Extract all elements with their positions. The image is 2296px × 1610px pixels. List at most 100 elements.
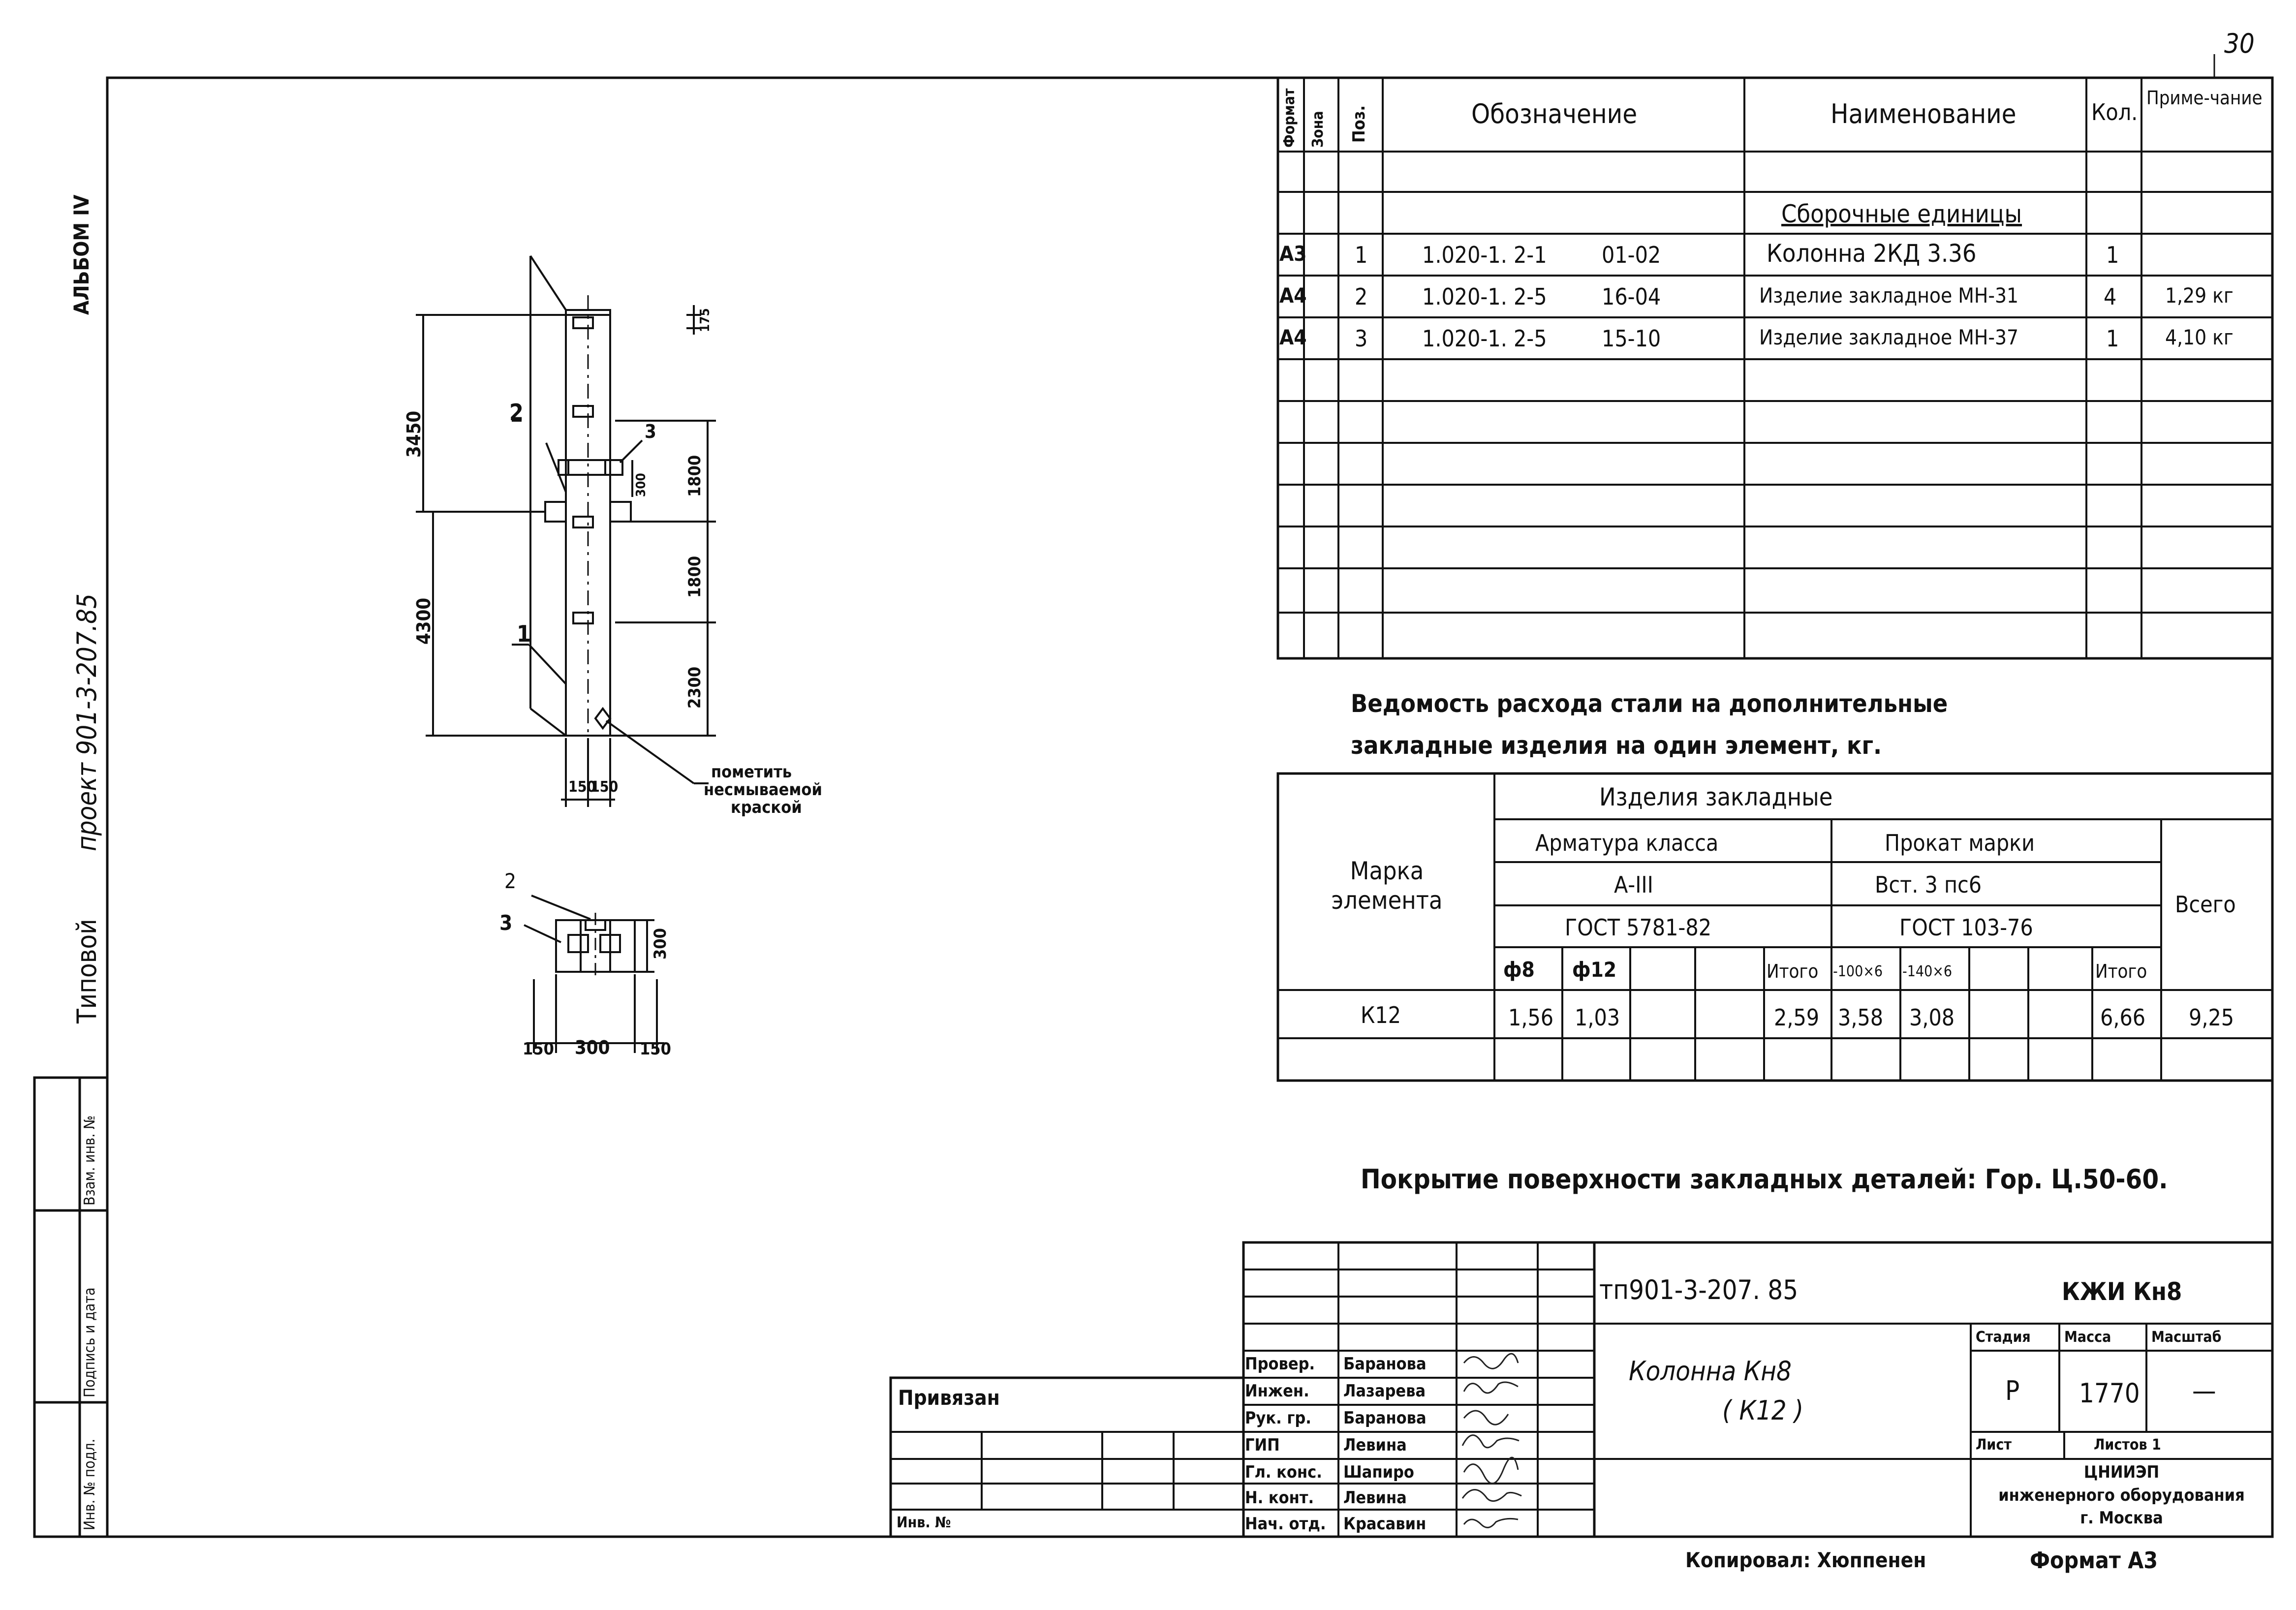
spec-row2-qty: 4 [2104, 283, 2117, 310]
section-callout-3: 3 [499, 911, 513, 935]
spec-row3-format: А4 [1279, 325, 1307, 349]
mark-note-line3: краской [731, 798, 802, 817]
spec-row3-name: Изделие закладное МН-37 [1759, 325, 2019, 349]
signer-3-role: Рук. гр. [1245, 1408, 1311, 1428]
section-dim-150-right: 150 [640, 1039, 671, 1059]
title-stage-label: Стадия [1976, 1329, 2031, 1346]
steel-armature-gost: ГОСТ 5781-82 [1565, 914, 1712, 941]
signer-7-name: Красавин [1343, 1514, 1427, 1534]
dim-2300: 2300 [685, 666, 705, 709]
title-mass-value: 1770 [2079, 1378, 2140, 1409]
signer-4-name: Левина [1343, 1435, 1407, 1455]
spec-row1-pos: 1 [1355, 242, 1368, 268]
title-scale-label: Масштаб [2151, 1329, 2222, 1346]
steel-col-mark-line2: элемента [1331, 886, 1443, 915]
title-code: тп901-3-207. 85 [1599, 1274, 1799, 1305]
title-sheet-code: КЖИ Кн8 [2062, 1277, 2182, 1306]
section-dim-150-left: 150 [523, 1039, 554, 1059]
signer-2-role: Инжен. [1245, 1381, 1309, 1401]
spec-header-note: Приме-чание [2146, 87, 2263, 109]
spec-row3-qty: 1 [2106, 325, 2119, 352]
steel-sub-phi12: ф12 [1572, 958, 1617, 982]
spec-header-qty: Кол. [2091, 99, 2138, 125]
spec-header-pos: Поз. [1349, 105, 1369, 143]
spec-row1-name: Колонна 2КД 3.36 [1767, 239, 1977, 268]
steel-row-total: 9,25 [2189, 1004, 2234, 1031]
coating-note: Покрытие поверхности закладных деталей: … [1361, 1164, 2168, 1195]
signer-2-name: Лазарева [1343, 1381, 1426, 1401]
mark-note-line1: пометить [711, 762, 792, 782]
project-label: проект 901-3-207.85 [71, 593, 102, 851]
spec-row2-note: 1,29 кг [2165, 283, 2234, 308]
steel-row-mark: К12 [1361, 1002, 1401, 1028]
spec-header-zone: Зона [1309, 111, 1327, 148]
steel-sub-itogo1: Итого [1767, 960, 1819, 982]
steel-row-itogo1: 2,59 [1774, 1004, 1820, 1031]
steel-sub-itogo2: Итого [2095, 960, 2147, 982]
title-mass-label: Масса [2064, 1329, 2111, 1346]
signer-5-role: Гл. конс. [1245, 1462, 1322, 1482]
steel-sub-phi8: ф8 [1503, 958, 1535, 982]
spec-header-designation: Обозначение [1471, 98, 1638, 129]
callout-pos-2: 2 [509, 399, 524, 426]
steel-row-itogo2: 6,66 [2100, 1004, 2146, 1031]
dim-3450: 3450 [403, 410, 425, 458]
mark-note-line2: несмываемой [704, 780, 822, 800]
spec-row3-pos: 3 [1355, 325, 1368, 352]
title-sheet-label: Лист [1976, 1436, 2012, 1454]
steel-sub-100x6: -100×6 [1833, 963, 1883, 980]
signer-4-role: ГИП [1245, 1435, 1280, 1455]
dim-1800-upper: 1800 [685, 455, 705, 497]
title-stage-value: Р [2005, 1375, 2020, 1406]
signer-3-name: Баранова [1343, 1408, 1427, 1428]
spec-row3-note: 4,10 кг [2165, 325, 2234, 349]
dim-150-right: 150 [590, 778, 619, 796]
steel-row-phi8: 1,56 [1508, 1004, 1554, 1031]
steel-rolled: Прокат марки [1885, 830, 2035, 856]
signer-1-name: Баранова [1343, 1354, 1427, 1374]
title-attached: Привязан [898, 1386, 1000, 1410]
stamp-inv-label: Инв. № подл. [81, 1438, 98, 1530]
spec-row1-designation: 1.020-1. 2-1 [1422, 242, 1547, 268]
steel-col-mark-line1: Марка [1350, 857, 1424, 885]
title-name-line2: ( К12 ) [1722, 1395, 1804, 1426]
dim-300-vertical: 300 [634, 473, 649, 497]
title-inv: Инв. № [897, 1514, 951, 1531]
title-name-line1: Колонна Кн8 [1629, 1356, 1792, 1387]
title-scale-value: — [2192, 1375, 2216, 1406]
spec-row2-name: Изделие закладное МН-31 [1759, 283, 2019, 308]
spec-row3-designation: 1.020-1. 2-5 [1422, 325, 1547, 352]
stamp-sign-label: Подпись и дата [81, 1287, 98, 1397]
signer-5-name: Шапиро [1343, 1462, 1414, 1482]
spec-row1-format: А3 [1279, 242, 1307, 266]
stamp-replace-label: Взам. инв. № [81, 1115, 98, 1206]
spec-row3-code: 15-10 [1602, 325, 1661, 352]
title-sheets-label: Листов 1 [2094, 1436, 2161, 1454]
signer-6-role: Н. конт. [1245, 1488, 1314, 1508]
steel-rolled-grade: Вст. 3 пс6 [1875, 871, 1982, 898]
callout-pos-3: 3 [645, 421, 656, 442]
spec-row1-qty: 1 [2106, 242, 2119, 268]
steel-row-phi12: 1,03 [1575, 1004, 1620, 1031]
callout-pos-1: 1 [517, 620, 531, 647]
steel-group-header: Изделия закладные [1599, 783, 1833, 811]
title-org-line1: ЦНИИЭП [2083, 1462, 2160, 1482]
steel-title-line1: Ведомость расхода стали на дополнительны… [1351, 689, 1948, 718]
spec-header-format: Формат [1281, 88, 1298, 148]
signer-7-role: Нач. отд. [1245, 1514, 1326, 1534]
steel-row-100x6: 3,58 [1838, 1004, 1884, 1031]
section-dim-300-horizontal: 300 [575, 1037, 610, 1058]
spec-row1-code: 01-02 [1602, 242, 1661, 268]
spec-header-name: Наименование [1831, 98, 2017, 129]
title-org-line3: г. Москва [2080, 1508, 2163, 1528]
steel-armature-class: А-III [1614, 871, 1653, 898]
dim-4300: 4300 [413, 597, 434, 645]
dim-175: 175 [698, 308, 713, 332]
steel-total-header: Всего [2175, 891, 2236, 918]
steel-row-140x6: 3,08 [1909, 1004, 1955, 1031]
steel-title-line2: закладные изделия на один элемент, кг. [1351, 731, 1882, 760]
steel-armature: Арматура класса [1535, 830, 1719, 856]
footer-copied: Копировал: Хюппенен [1685, 1548, 1926, 1572]
title-org-line2: инженерного оборудования [1998, 1486, 2245, 1505]
